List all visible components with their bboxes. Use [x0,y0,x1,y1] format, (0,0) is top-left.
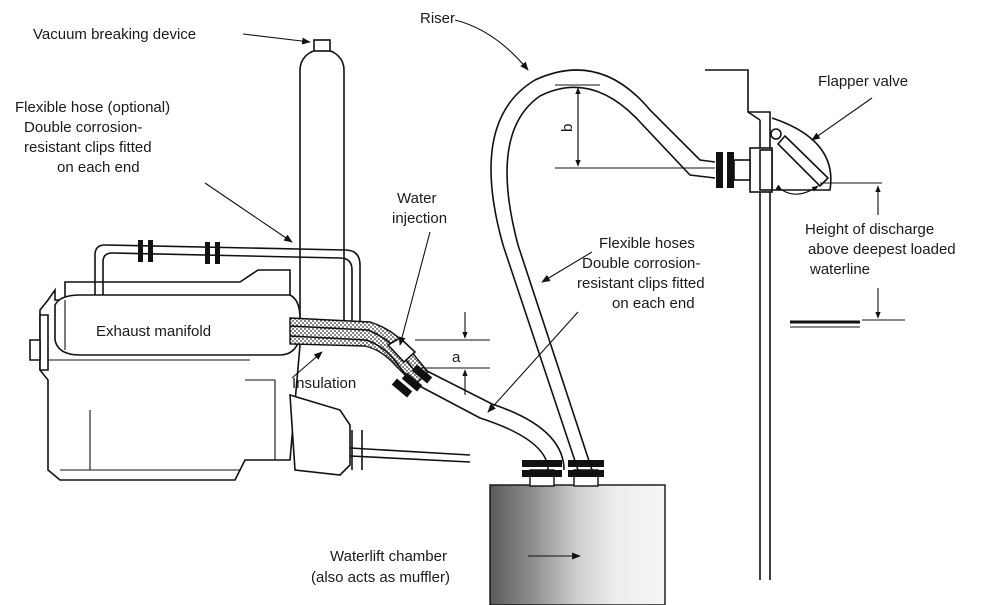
labels: Vacuum breaking device Riser Flapper val… [15,10,956,586]
label-height-1: Height of discharge [805,221,934,238]
label-flapper-valve: Flapper valve [818,73,908,90]
flapper-valve [749,117,832,193]
bypass-hose [94,240,361,330]
label-hoses-4: on each end [612,295,695,312]
dimension-b [555,84,715,169]
label-flexible-hose-4: on each end [57,159,140,176]
label-dim-a: a [452,349,461,366]
hull-transom [705,69,860,580]
label-injection: injection [392,210,447,227]
label-insulation: Insulation [292,375,356,392]
label-height-2: above deepest loaded [808,241,956,258]
leader-arrows [204,19,873,560]
waterlift-chamber [489,460,666,605]
label-hoses-1: Flexible hoses [599,235,695,252]
label-flexible-hose-1: Flexible hose (optional) [15,99,170,116]
label-water: Water [397,190,436,207]
label-height-3: waterline [809,261,870,278]
label-chamber-1: Waterlift chamber [330,548,447,565]
label-dim-b: b [559,124,576,132]
label-hoses-2: Double corrosion- [582,255,700,272]
vacuum-column [299,39,345,341]
riser-hose [490,69,751,471]
label-chamber-2: (also acts as muffler) [311,569,450,586]
label-vacuum-breaking-device: Vacuum breaking device [33,26,196,43]
label-flexible-hose-3: resistant clips fitted [24,139,152,156]
dimension-a [415,312,490,395]
label-riser: Riser [420,10,455,27]
label-exhaust-manifold: Exhaust manifold [96,323,211,340]
dimension-height [775,182,905,321]
label-flexible-hose-2: Double corrosion- [24,119,142,136]
label-hoses-3: resistant clips fitted [577,275,705,292]
